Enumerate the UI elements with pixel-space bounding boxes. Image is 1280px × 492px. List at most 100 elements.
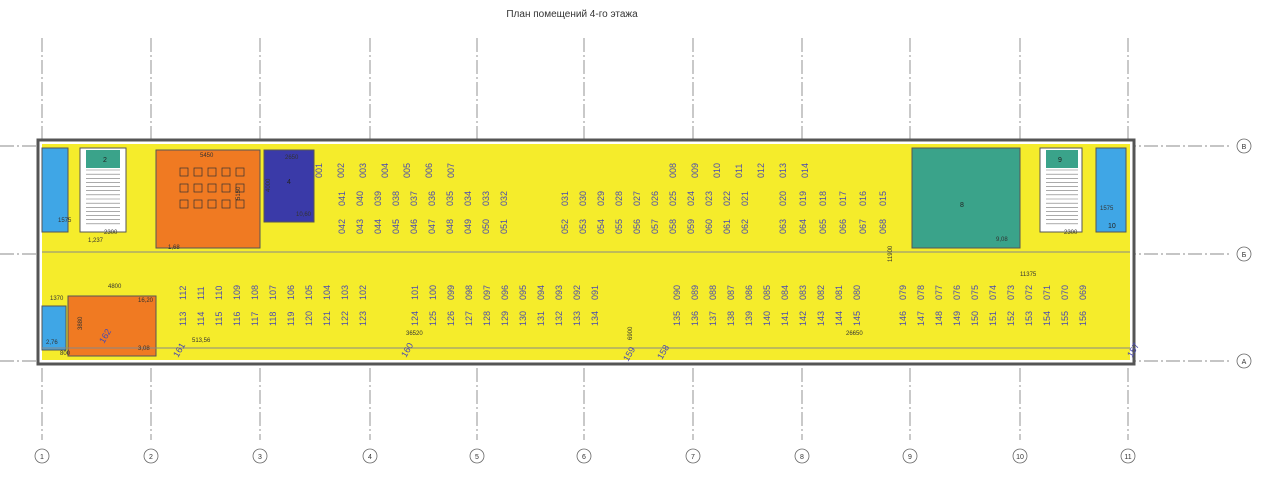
desk-label: 027: [632, 191, 642, 206]
desk-label: 153: [1024, 311, 1034, 326]
desk-label: 143: [816, 311, 826, 326]
desk-label: 060: [704, 219, 714, 234]
desk-label: 025: [668, 191, 678, 206]
dim-800: 800: [60, 351, 71, 357]
desk-label: 041: [337, 191, 347, 206]
axis-label-10: 10: [1016, 454, 1024, 461]
desk-label: 144: [834, 311, 844, 326]
desk-label: 096: [500, 285, 510, 300]
dim-4000: 4000: [266, 178, 272, 192]
axis-label-2: 2: [149, 454, 153, 461]
desk-label: 125: [428, 311, 438, 326]
desk-label: 103: [340, 285, 350, 300]
dim-1575-right: 1575: [1100, 206, 1114, 212]
desk-label: 106: [286, 285, 296, 300]
desk-label: 105: [304, 285, 314, 300]
wc-left-top: [41, 147, 69, 233]
stair-left-steps: [86, 169, 120, 225]
desk-label: 075: [970, 285, 980, 300]
dim-2300-right: 2300: [1064, 230, 1078, 236]
dim-10-60: 10,60: [296, 212, 312, 218]
desk-label: 034: [463, 191, 473, 206]
desk-label: 095: [518, 285, 528, 300]
desk-label: 056: [632, 219, 642, 234]
desk-label: 140: [762, 311, 772, 326]
desk-label: 013: [778, 163, 788, 178]
axis-label-6: 6: [582, 454, 586, 461]
axis-label-А: А: [1242, 359, 1247, 366]
desk-label: 118: [268, 312, 278, 326]
desk-label: 135: [672, 311, 682, 326]
chair: [221, 183, 231, 193]
dim-1-68: 1,68: [168, 245, 180, 251]
axis-marker-10: [1012, 448, 1028, 464]
desk-label: 028: [614, 191, 624, 206]
axis-marker-7: [685, 448, 701, 464]
desk-label: 010: [712, 163, 722, 178]
desk-label: 137: [708, 311, 718, 326]
dim-3880: 3880: [78, 316, 84, 330]
axis-marker-А: [1236, 353, 1252, 369]
desk-label: 002: [336, 163, 346, 178]
stair-right: [1046, 150, 1078, 168]
room-number-stair-left: 2: [103, 157, 107, 164]
desk-label: 054: [596, 219, 606, 234]
desk-label: 032: [499, 191, 509, 206]
desk-label: 048: [445, 219, 455, 234]
desk-label: 077: [934, 285, 944, 300]
dim-11900: 11900: [888, 245, 894, 262]
chair: [193, 199, 203, 209]
stair-left: [86, 150, 120, 168]
desk-label: 036: [427, 191, 437, 206]
desk-label: 133: [572, 311, 582, 326]
chair: [193, 167, 203, 177]
desk-label: 113: [178, 312, 188, 326]
meeting-room-top: [155, 149, 261, 249]
desk-label: 083: [798, 285, 808, 300]
chair: [193, 183, 203, 193]
desk-label: 117: [250, 312, 260, 326]
desk-label: 151: [988, 311, 998, 326]
desk-label: 114: [196, 312, 206, 326]
dim-1370: 1370: [50, 296, 64, 302]
desk-label: 074: [988, 285, 998, 300]
dim-11375: 11375: [1020, 272, 1037, 278]
desk-label: 086: [744, 285, 754, 300]
desk-label: 149: [952, 311, 962, 326]
desk-label: 099: [446, 285, 456, 300]
desk-label: 104: [322, 285, 332, 300]
desk-label: 014: [800, 163, 810, 178]
desk-label: 016: [858, 191, 868, 206]
axis-label-11: 11: [1124, 454, 1131, 461]
plan-title: План помещений 4-го этажа: [506, 9, 638, 20]
axis-label-Б: Б: [1242, 252, 1247, 259]
desk-label: 145: [852, 311, 862, 326]
desk-label: 055: [614, 219, 624, 234]
desk-label: 109: [232, 285, 242, 300]
desk-label: 031: [560, 191, 570, 206]
axis-marker-4: [362, 448, 378, 464]
desk-label: 131: [536, 311, 546, 326]
dim-2650: 2650: [285, 155, 299, 161]
desk-label: 134: [590, 311, 600, 326]
desk-label: 068: [878, 219, 888, 234]
chair: [179, 183, 189, 193]
desk-label: 039: [373, 191, 383, 206]
desk-label: 079: [898, 285, 908, 300]
desk-label: 147: [916, 311, 926, 326]
axis-label-1: 1: [40, 454, 44, 461]
desk-label: 004: [380, 163, 390, 178]
axis-label-3: 3: [258, 454, 262, 461]
dim-9-08: 9,08: [996, 237, 1008, 243]
desk-label: 150: [970, 311, 980, 326]
dim-3-08: 3,08: [138, 346, 150, 352]
dim-4800: 4800: [108, 284, 122, 290]
desk-label: 098: [464, 285, 474, 300]
desk-label: 115: [214, 312, 224, 326]
desk-label: 020: [778, 191, 788, 206]
axis-label-4: 4: [368, 454, 372, 461]
desk-label: 146: [898, 311, 908, 326]
chair: [207, 199, 217, 209]
desk-label: 058: [668, 219, 678, 234]
